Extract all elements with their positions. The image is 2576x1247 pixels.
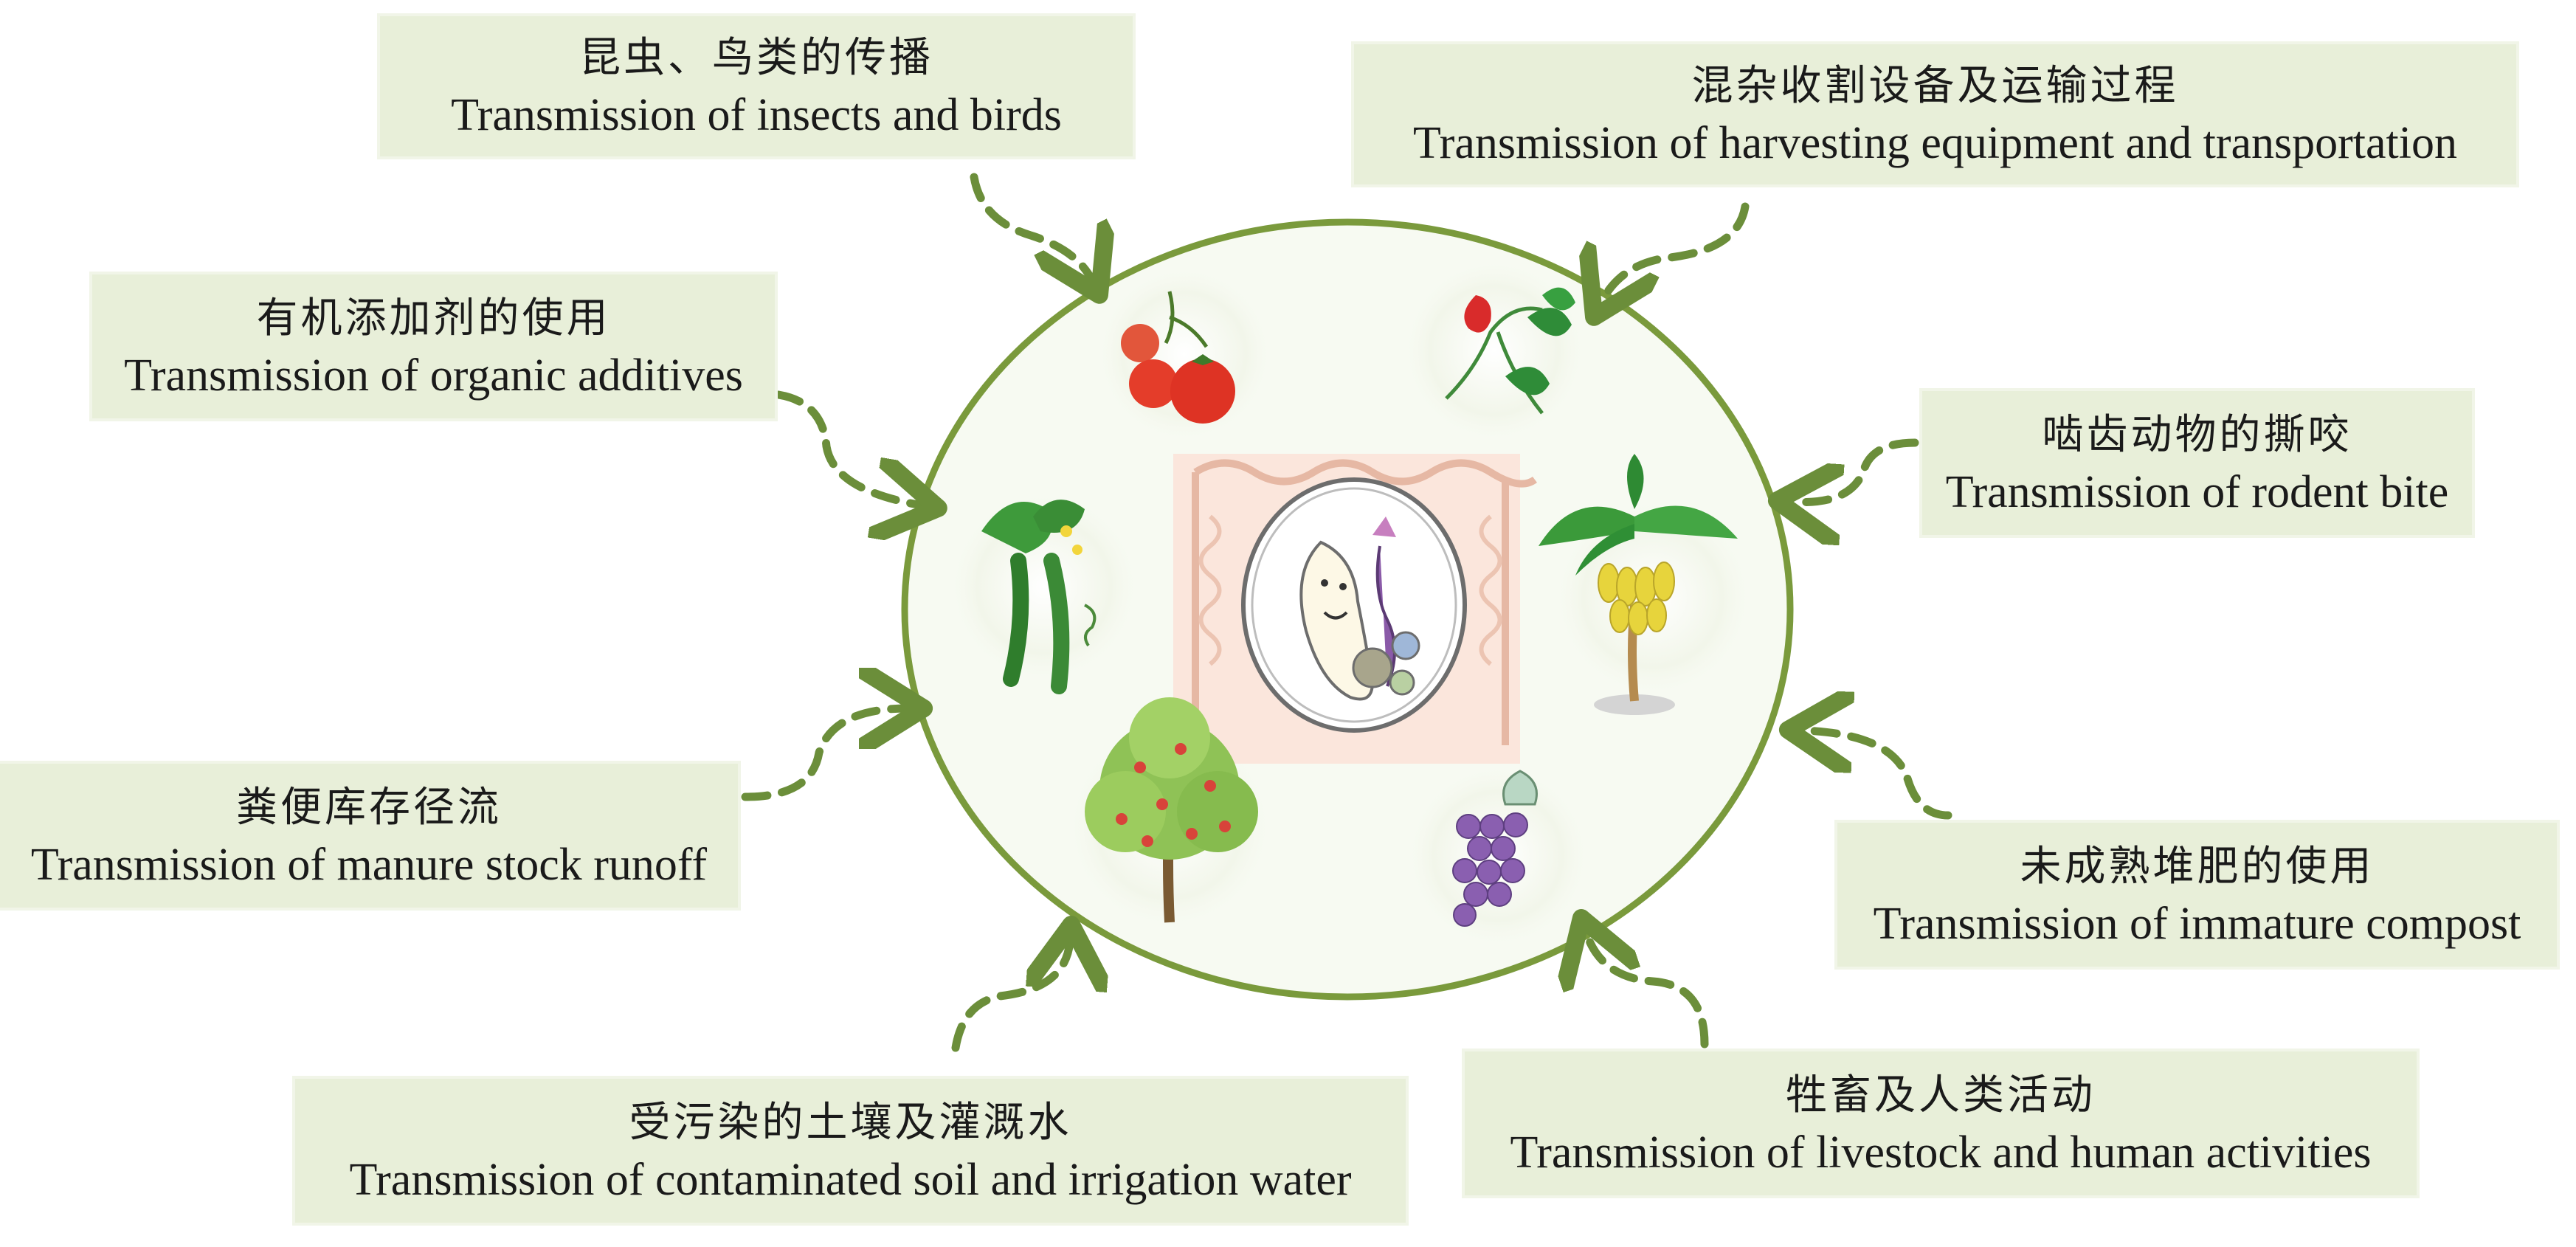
node-label-en: Transmission of livestock and human acti… — [1510, 1127, 2372, 1178]
node-label-en: Transmission of insects and birds — [451, 90, 1062, 140]
node-label-en: Transmission of harvesting equipment and… — [1413, 118, 2457, 168]
node-label-cn: 混杂收割设备及运输过程 — [1691, 62, 2179, 110]
cucumber-illustration — [981, 500, 1097, 694]
node-label-en: Transmission of organic additives — [124, 350, 743, 401]
node-livestock-human: 牲畜及人类活动 Transmission of livestock and hu… — [1465, 1051, 2417, 1195]
arrow-rodent-bite — [1793, 438, 1919, 502]
node-label-cn: 啮齿动物的撕咬 — [2042, 410, 2352, 459]
node-label-cn: 未成熟堆肥的使用 — [2020, 842, 2375, 891]
grape-illustration — [1452, 770, 1538, 927]
node-label-en: Transmission of manure stock runoff — [30, 839, 708, 890]
node-manure-runoff: 粪便库存径流 Transmission of manure stock runo… — [0, 764, 738, 908]
node-label-cn: 受污染的土壤及灌溉水 — [629, 1098, 1072, 1147]
node-soil-water: 受污染的土壤及灌溉水 Transmission of contaminated … — [295, 1079, 1406, 1223]
strawberry-illustration — [1445, 287, 1575, 415]
arrow-harvesting — [1601, 202, 1750, 303]
arrow-soil-water — [951, 941, 1070, 1052]
banana-tree-illustration — [1539, 454, 1738, 715]
node-label-cn: 有机添加剂的使用 — [256, 294, 611, 342]
node-immature-compost: 未成熟堆肥的使用 Transmission of immature compos… — [1837, 823, 2557, 967]
node-label-en: Transmission of immature compost — [1873, 898, 2521, 949]
node-label-cn: 昆虫、鸟类的传播 — [579, 34, 933, 82]
arrow-manure-runoff — [741, 708, 908, 801]
node-label-en: Transmission of contaminated soil and ir… — [349, 1154, 1352, 1205]
node-rodent-bite: 啮齿动物的撕咬 Transmission of rodent bite — [1922, 391, 2472, 535]
node-label-cn: 牲畜及人类活动 — [1786, 1071, 2096, 1119]
arrow-livestock-human — [1586, 933, 1709, 1049]
node-label-cn: 粪便库存径流 — [236, 783, 502, 832]
arrow-insects-birds — [970, 173, 1092, 280]
intestine-illustration — [1173, 454, 1537, 764]
node-organic-additives: 有机添加剂的使用 Transmission of organic additiv… — [92, 274, 775, 418]
transmission-arrows — [741, 173, 1952, 1052]
node-insects-birds: 昆虫、鸟类的传播 Transmission of insects and bir… — [380, 16, 1133, 156]
node-harvesting: 混杂收割设备及运输过程 Transmission of harvesting e… — [1354, 44, 2516, 184]
bacteria-cartoon — [1299, 517, 1420, 701]
node-label-en: Transmission of rodent bite — [1945, 466, 2449, 517]
apple-tree-illustration — [1085, 697, 1258, 923]
tomato-illustration — [1121, 291, 1235, 424]
arrow-immature-compost — [1804, 730, 1952, 820]
arrow-organic-additives — [774, 390, 922, 505]
